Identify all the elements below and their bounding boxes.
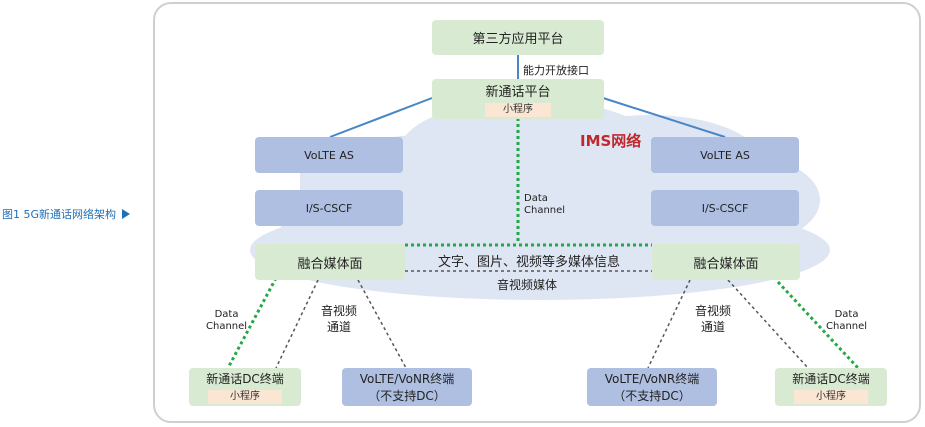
capability-interface-label: 能力开放接口 [523, 64, 589, 77]
data-channel-right-line2: Channel [826, 321, 868, 332]
cscf-left: I/S-CSCF [255, 190, 403, 226]
terminal-volte-left-line2: （不支持DC） [368, 389, 446, 403]
media-info-label: 文字、图片、视频等多媒体信息 [438, 255, 621, 270]
data-channel-center-label: Data Channel [524, 193, 565, 217]
volte-as-left: VoLTE AS [255, 137, 403, 173]
terminal-volte-left: VoLTE/VoNR终端 （不支持DC） [342, 368, 472, 406]
terminal-volte-left-line1: VoLTE/VoNR终端 [359, 372, 455, 386]
data-channel-left-line2: Channel [206, 321, 248, 332]
cscf-right-label: I/S-CSCF [701, 201, 749, 215]
data-channel-right-line1: Data [834, 309, 859, 320]
av-media-links [275, 270, 809, 369]
terminal-dc-left-badge: 小程序 [208, 390, 282, 404]
av-channel-right-label: 音视频 通道 [695, 303, 731, 335]
ims-network-title: IMS网络 [580, 132, 642, 150]
data-channel-center-line2: Channel [524, 205, 566, 216]
av-channel-left-line2: 通道 [327, 320, 352, 334]
data-channel-center-line1: Data [524, 193, 548, 204]
media-plane-left: 融合媒体面 [255, 244, 405, 280]
figure-caption: 图1 5G新通话网络架构 [2, 206, 131, 222]
mini-program-badge: 小程序 [485, 103, 551, 117]
av-channel-left-label: 音视频 通道 [321, 303, 357, 335]
solid-links [329, 55, 726, 138]
play-triangle-icon [122, 209, 131, 219]
volte-as-left-label: VoLTE AS [304, 148, 354, 162]
terminal-dc-right-badge: 小程序 [794, 390, 868, 404]
media-plane-left-label: 融合媒体面 [297, 256, 363, 272]
cscf-right: I/S-CSCF [651, 190, 799, 226]
media-plane-right-label: 融合媒体面 [693, 256, 759, 272]
data-channel-left-line1: Data [214, 309, 239, 320]
terminal-dc-left: 新通话DC终端 小程序 [189, 368, 301, 406]
terminal-dc-left-label: 新通话DC终端 [206, 372, 284, 386]
third-party-platform: 第三方应用平台 [432, 20, 604, 55]
data-channel-right-label: Data Channel [826, 309, 867, 333]
av-channel-right-line1: 音视频 [695, 304, 732, 318]
diagram-frame [153, 2, 921, 423]
volte-as-right: VoLTE AS [651, 137, 799, 173]
data-channel-left-label: Data Channel [206, 309, 247, 333]
terminal-volte-right-line2: （不支持DC） [613, 389, 691, 403]
av-channel-left-line1: 音视频 [321, 304, 358, 318]
new-call-platform-label: 新通话平台 [485, 85, 551, 100]
av-channel-right-line2: 通道 [701, 320, 726, 334]
terminal-dc-right: 新通话DC终端 小程序 [775, 368, 887, 406]
terminal-dc-right-label: 新通话DC终端 [792, 372, 870, 386]
figure-caption-text: 图1 5G新通话网络架构 [2, 208, 117, 221]
new-call-platform: 新通话平台 小程序 [432, 79, 604, 119]
third-party-platform-label: 第三方应用平台 [472, 32, 564, 47]
terminal-volte-right-line1: VoLTE/VoNR终端 [604, 372, 700, 386]
data-channel-links [226, 118, 860, 370]
cscf-left-label: I/S-CSCF [305, 201, 353, 215]
volte-as-right-label: VoLTE AS [700, 148, 750, 162]
terminal-volte-right: VoLTE/VoNR终端 （不支持DC） [587, 368, 717, 406]
av-media-label: 音视频媒体 [497, 278, 558, 292]
media-plane-right: 融合媒体面 [652, 244, 800, 280]
